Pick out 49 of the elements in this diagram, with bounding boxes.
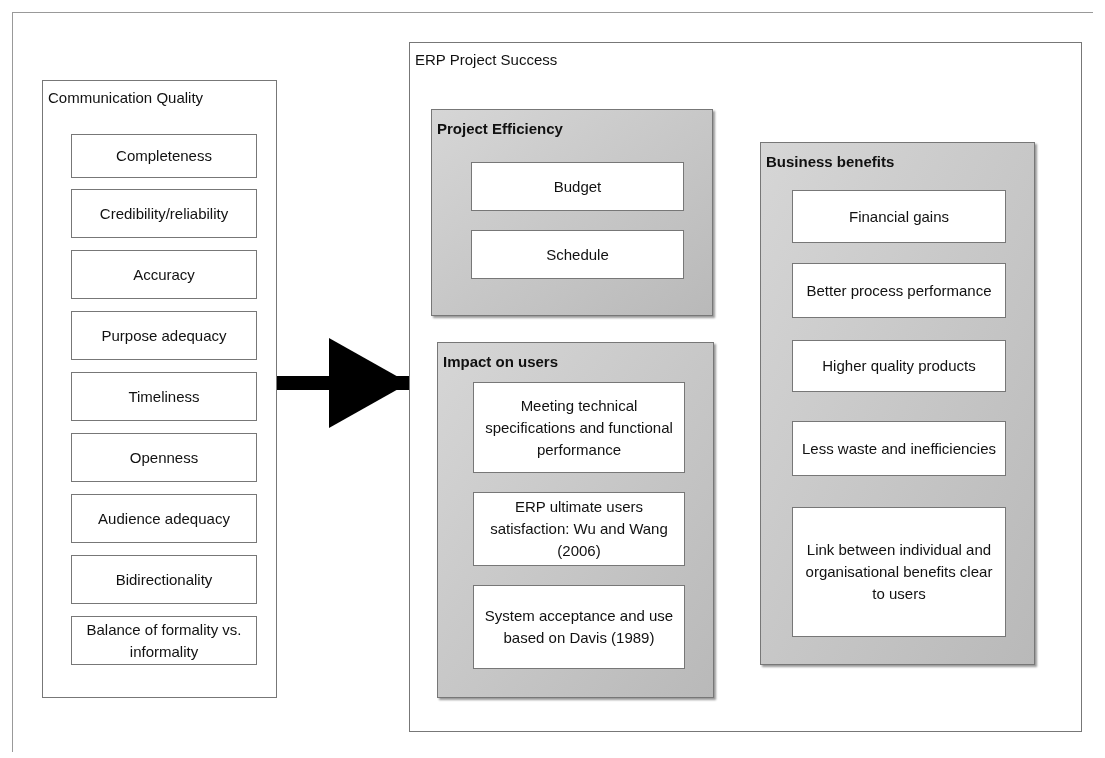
item-box — [71, 616, 257, 665]
item-box — [792, 340, 1006, 392]
group-box — [42, 80, 277, 698]
group-title: Project Efficiency — [437, 119, 563, 139]
item-box — [471, 230, 684, 279]
item-box — [792, 421, 1006, 476]
arrow — [277, 338, 409, 428]
item-box — [71, 134, 257, 178]
item-label: Bidirectionality — [115, 569, 213, 590]
item-box — [473, 492, 685, 566]
item-label: Financial gains — [848, 206, 950, 227]
item-label: Budget — [553, 176, 602, 197]
group-title: Communication Quality — [48, 88, 204, 108]
item-label: Completeness — [116, 146, 212, 166]
item-label: Accuracy — [133, 264, 195, 285]
category-panel — [437, 342, 714, 698]
item-label: Link between individual and organisational benefits clear to users — [804, 540, 994, 604]
item-box — [473, 382, 685, 473]
item-box — [71, 189, 257, 238]
group-title: ERP Project Success — [415, 50, 558, 70]
item-label: Meeting technical specifications and functional performance — [484, 395, 674, 460]
item-label: Timeliness — [128, 386, 200, 407]
item-label: ERP ultimate users satisfaction: Wu and Wang (2006) — [489, 497, 669, 561]
group-box — [409, 42, 1082, 732]
item-box — [71, 311, 257, 360]
item-box — [71, 555, 257, 604]
group-title: Impact on users — [443, 352, 559, 372]
item-box — [792, 263, 1006, 318]
item-box — [71, 250, 257, 299]
item-label: Balance of formality vs. informality — [85, 619, 243, 662]
item-label: Less waste and inefficiencies — [802, 438, 996, 459]
item-label: Audience adequacy — [98, 508, 230, 529]
item-label: Openness — [129, 447, 199, 468]
item-box — [792, 190, 1006, 243]
item-box — [471, 162, 684, 211]
item-box — [473, 585, 685, 669]
category-panel — [760, 142, 1035, 665]
item-label: Better process performance — [806, 280, 992, 301]
item-label: System acceptance and use based on Davis (1989) — [483, 606, 675, 648]
item-label: Credibility/reliability — [99, 203, 229, 224]
item-box — [71, 372, 257, 421]
item-label: Schedule — [546, 244, 609, 265]
group-title: Business benefits — [766, 152, 895, 172]
item-box — [71, 494, 257, 543]
item-label: Higher quality products — [822, 356, 976, 376]
item-label: Purpose adequacy — [101, 325, 227, 346]
category-panel — [431, 109, 713, 316]
item-box — [71, 433, 257, 482]
item-box — [792, 507, 1006, 637]
